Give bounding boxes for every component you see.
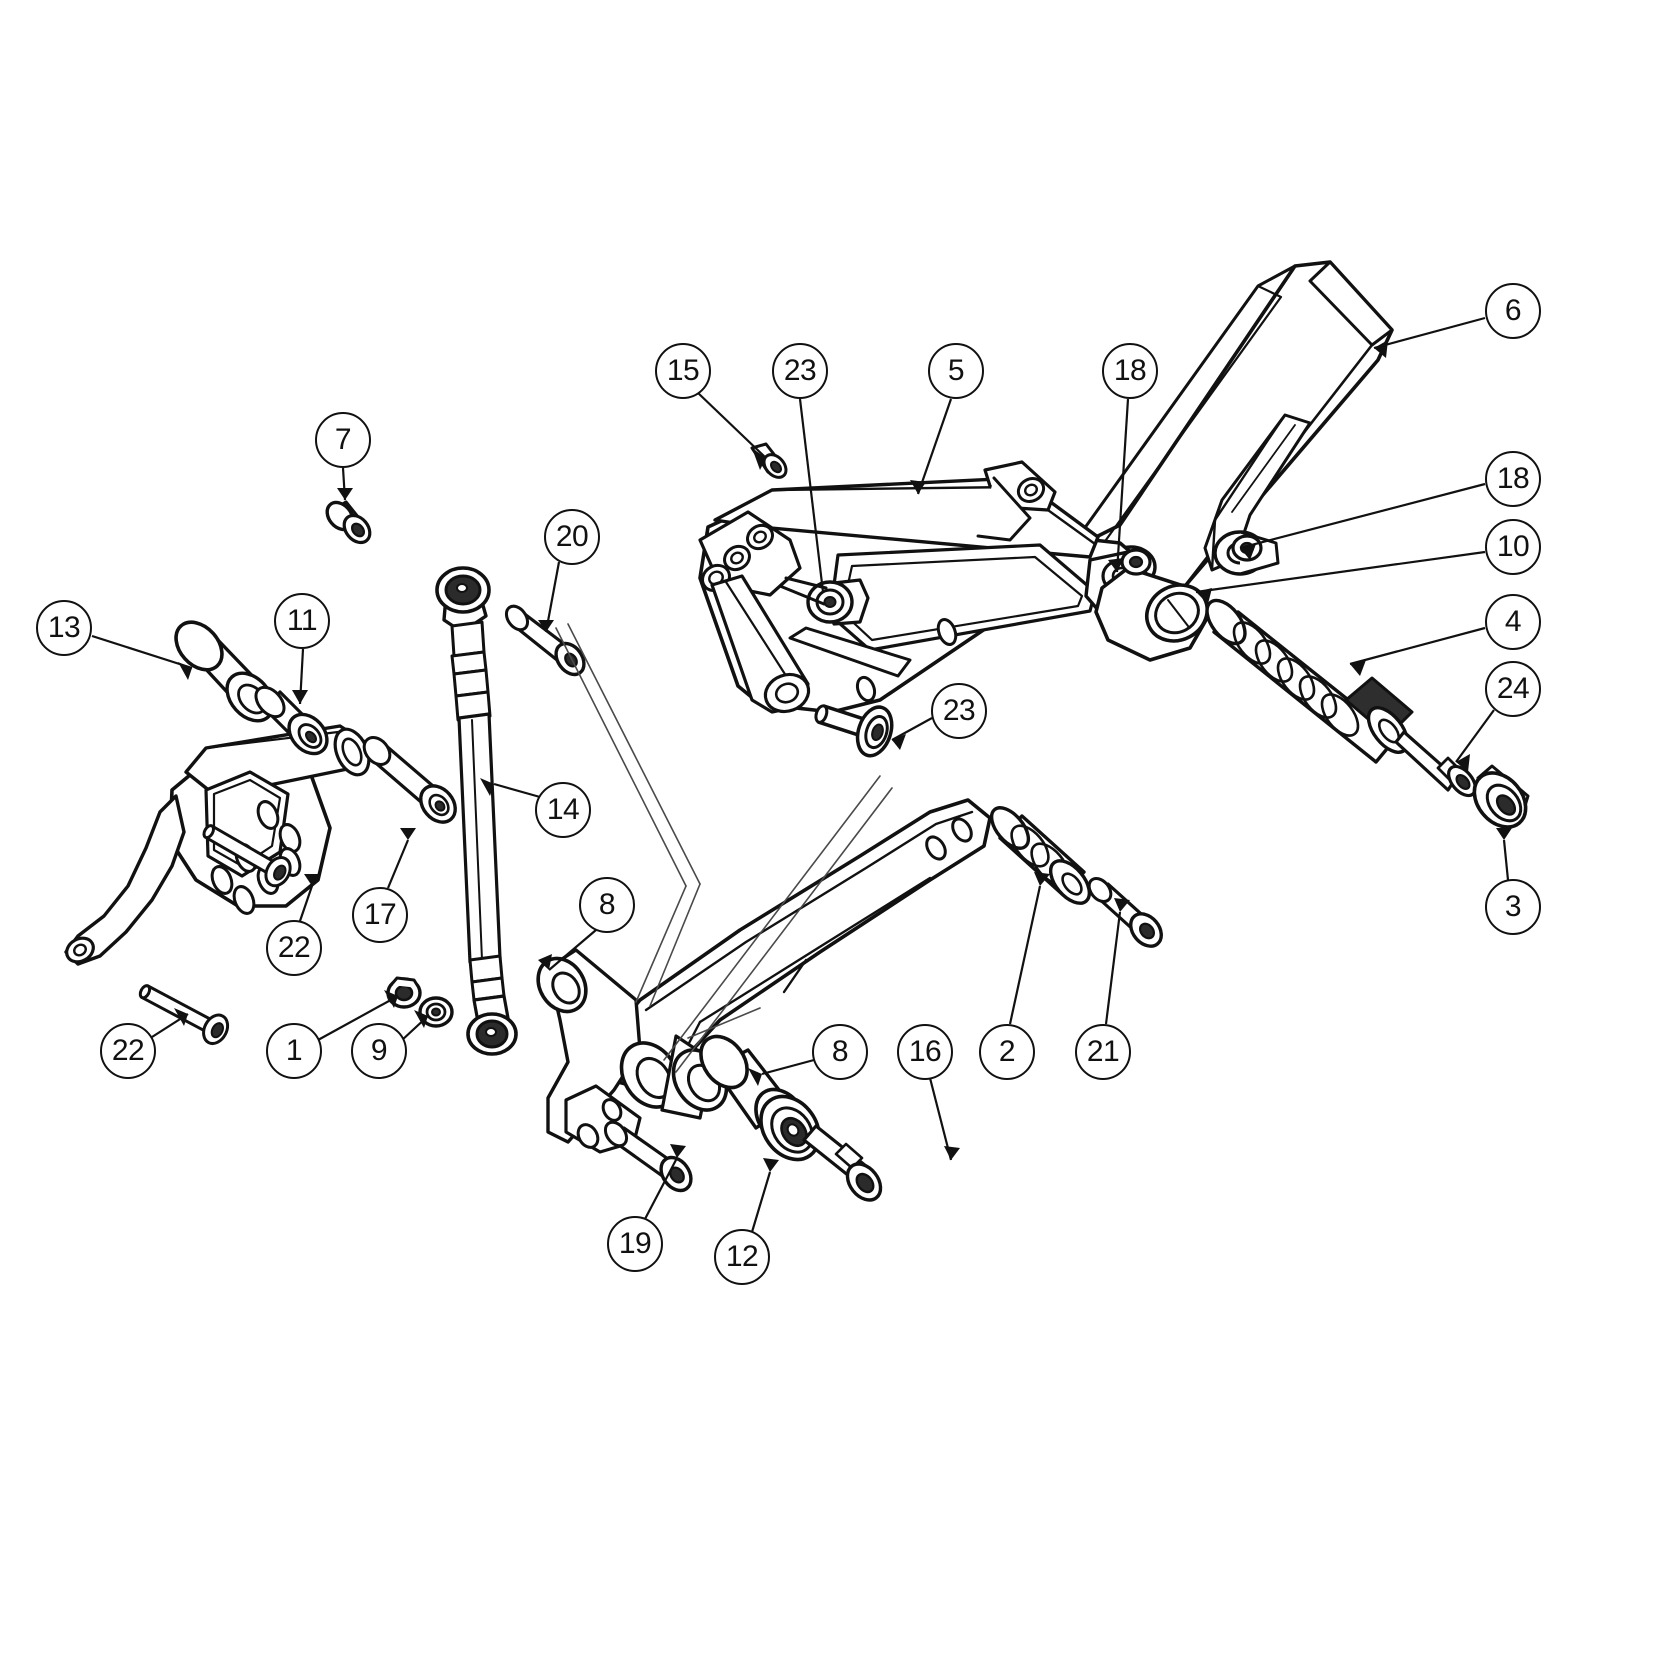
callout-label: 8 (598, 888, 616, 921)
callout-balloon-7[interactable]: 7 (315, 412, 371, 468)
callout-balloon-5[interactable]: 5 (928, 343, 984, 399)
callout-balloon-6[interactable]: 6 (1485, 283, 1541, 339)
callout-label: 15 (666, 354, 700, 387)
callout-label: 23 (783, 354, 817, 387)
callout-balloon-20[interactable]: 20 (544, 509, 600, 565)
callout-label: 17 (363, 898, 397, 931)
callout-label: 22 (111, 1034, 145, 1067)
callout-label: 12 (725, 1240, 759, 1273)
footpeg-mount-boss-part-10 (1094, 566, 1209, 662)
callout-label: 9 (370, 1034, 388, 1067)
leader-lines (91, 316, 1510, 1233)
callout-label: 4 (1504, 605, 1522, 638)
leader-arrowheads (174, 340, 1512, 1172)
callout-balloon-16[interactable]: 16 (897, 1024, 953, 1080)
callout-label: 23 (942, 694, 976, 727)
callout-label: 22 (277, 931, 311, 964)
callout-label: 11 (286, 604, 318, 637)
footpeg-axle-bolt-part-24 (1394, 730, 1477, 798)
shift-pedal-arm (536, 798, 992, 1193)
stop-pin-part-20 (504, 604, 586, 677)
callout-label: 24 (1496, 672, 1530, 705)
callout-label: 10 (1496, 530, 1530, 563)
callout-balloon-9[interactable]: 9 (351, 1023, 407, 1079)
callout-label: 14 (546, 793, 580, 826)
main-rearset-bracket-part-5 (698, 460, 1152, 714)
callout-balloon-8-lower[interactable]: 8 (812, 1024, 868, 1080)
callout-label: 16 (908, 1035, 942, 1068)
pedal-pivot-bolt-part-16 (802, 1124, 883, 1202)
callout-label: 18 (1496, 462, 1530, 495)
callout-label: 20 (555, 520, 589, 553)
callout-balloon-21[interactable]: 21 (1075, 1024, 1131, 1080)
callout-balloon-17[interactable]: 17 (352, 887, 408, 943)
callout-balloon-2[interactable]: 2 (979, 1024, 1035, 1080)
callout-label: 13 (47, 611, 81, 644)
callout-label: 2 (998, 1035, 1016, 1068)
callout-label: 18 (1113, 354, 1147, 387)
adjustable-linkage-rod-part-14 (435, 566, 518, 1056)
callout-balloon-13[interactable]: 13 (36, 600, 92, 656)
callout-balloon-23-upper[interactable]: 23 (772, 343, 828, 399)
callout-balloon-24[interactable]: 24 (1485, 661, 1541, 717)
callout-label: 3 (1504, 890, 1522, 923)
footpeg-barrel-part-4 (1205, 598, 1414, 764)
left-bracket-plate (64, 724, 371, 966)
peg-retaining-bolt-part-21 (1087, 876, 1163, 948)
callout-balloon-12[interactable]: 12 (714, 1229, 770, 1285)
callout-balloon-22-lower[interactable]: 22 (100, 1023, 156, 1079)
callout-balloon-19[interactable]: 19 (607, 1216, 663, 1272)
callout-balloon-22-upper[interactable]: 22 (266, 920, 322, 976)
shift-lever-rubber-peg-part-2 (989, 806, 1092, 905)
callout-label: 1 (285, 1034, 303, 1067)
callout-balloon-11[interactable]: 11 (274, 593, 330, 649)
callout-balloon-1[interactable]: 1 (266, 1023, 322, 1079)
callout-label: 21 (1086, 1035, 1120, 1068)
callout-balloon-3[interactable]: 3 (1485, 879, 1541, 935)
callout-label: 8 (831, 1035, 849, 1068)
callout-balloon-23-lower[interactable]: 23 (931, 683, 987, 739)
callout-balloon-15[interactable]: 15 (655, 343, 711, 399)
callout-label: 5 (947, 354, 965, 387)
callout-label: 7 (334, 423, 352, 456)
washer-part-9 (418, 996, 454, 1028)
callout-balloon-8-upper[interactable]: 8 (579, 877, 635, 933)
shoulder-pin-part-17 (362, 736, 457, 824)
callout-balloon-4[interactable]: 4 (1485, 594, 1541, 650)
footpeg-end-cap-part-3 (1472, 764, 1530, 829)
callout-balloon-14[interactable]: 14 (535, 782, 591, 838)
callout-balloon-18-upper[interactable]: 18 (1102, 343, 1158, 399)
callout-balloon-18-right[interactable]: 18 (1485, 451, 1541, 507)
pedal-pivot-bearing-part-12 (759, 1094, 821, 1162)
callout-label: 6 (1504, 294, 1522, 327)
spacer-bush-part-7 (325, 500, 372, 545)
callout-label: 19 (618, 1227, 652, 1260)
bearing-sleeve-part-11 (254, 685, 329, 756)
callout-balloon-10[interactable]: 10 (1485, 519, 1541, 575)
